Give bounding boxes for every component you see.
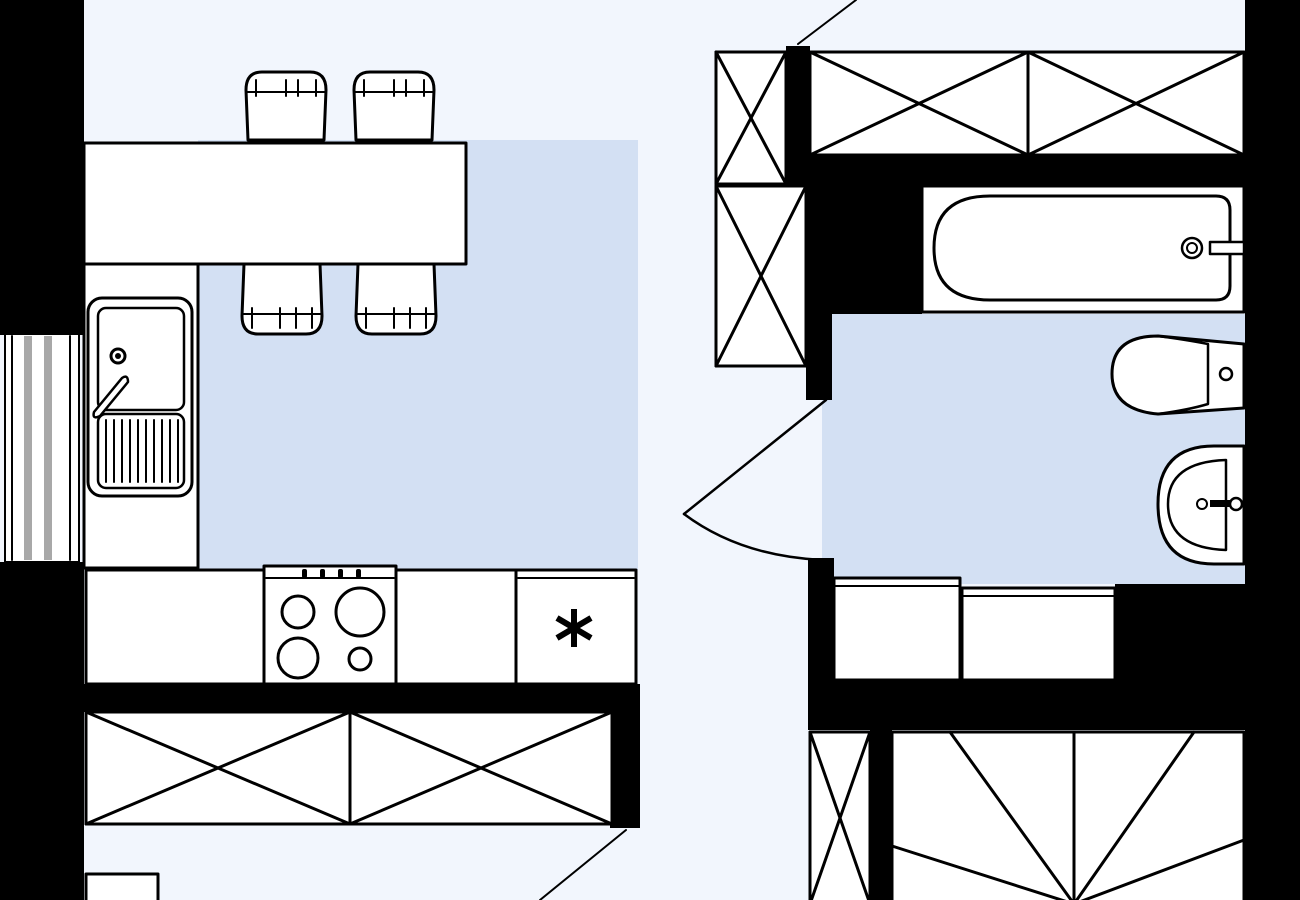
washer-icon	[960, 586, 1117, 682]
door-swing-icon	[682, 398, 828, 562]
chair-icon	[244, 70, 328, 142]
lower-cabinet	[84, 568, 266, 686]
wardrobe-icon	[84, 710, 352, 826]
wall-left-upper	[0, 0, 84, 335]
washer-icon	[832, 576, 962, 682]
lower-cabinet-corner	[84, 872, 160, 900]
closet-icon	[890, 730, 1246, 900]
wall-closet-divider	[870, 730, 892, 900]
wardrobe-icon	[808, 730, 872, 900]
bathroom	[714, 50, 1246, 682]
wardrobe-icon	[714, 50, 788, 186]
snowflake-icon	[514, 568, 638, 686]
storage-area	[808, 730, 1246, 900]
bathtub-icon	[920, 184, 1246, 314]
counter-icon	[82, 141, 468, 266]
wall-bath-north	[806, 155, 1245, 187]
wardrobe-icon	[1026, 50, 1246, 157]
window-icon	[4, 333, 80, 563]
washbasin-icon	[1156, 444, 1246, 566]
chair-icon	[354, 262, 438, 336]
door-swing-icon	[539, 829, 627, 900]
kitchen	[82, 70, 638, 900]
wall-bath-west-upper	[806, 300, 832, 400]
wall-bath-tub-side	[806, 186, 922, 314]
lower-cabinet	[394, 568, 518, 686]
chair-icon	[352, 70, 436, 142]
wall-kitchen-south	[84, 684, 638, 712]
cooktop-icon	[262, 564, 398, 686]
wall-bath-south-end	[1115, 584, 1245, 684]
toilet-icon	[1110, 334, 1246, 416]
sink-drain-grooves	[105, 419, 179, 483]
door-swing-icon	[797, 0, 857, 45]
sink-icon	[86, 296, 194, 498]
wall-bath-south	[808, 680, 1245, 730]
wall-right	[1245, 0, 1300, 900]
chair-icon	[240, 262, 324, 336]
wall-kitchen-south-end	[610, 684, 640, 828]
wall-left-lower	[0, 562, 84, 900]
wardrobe-icon	[808, 50, 1030, 157]
wardrobe-icon	[714, 184, 808, 368]
wardrobe-icon	[348, 710, 614, 826]
